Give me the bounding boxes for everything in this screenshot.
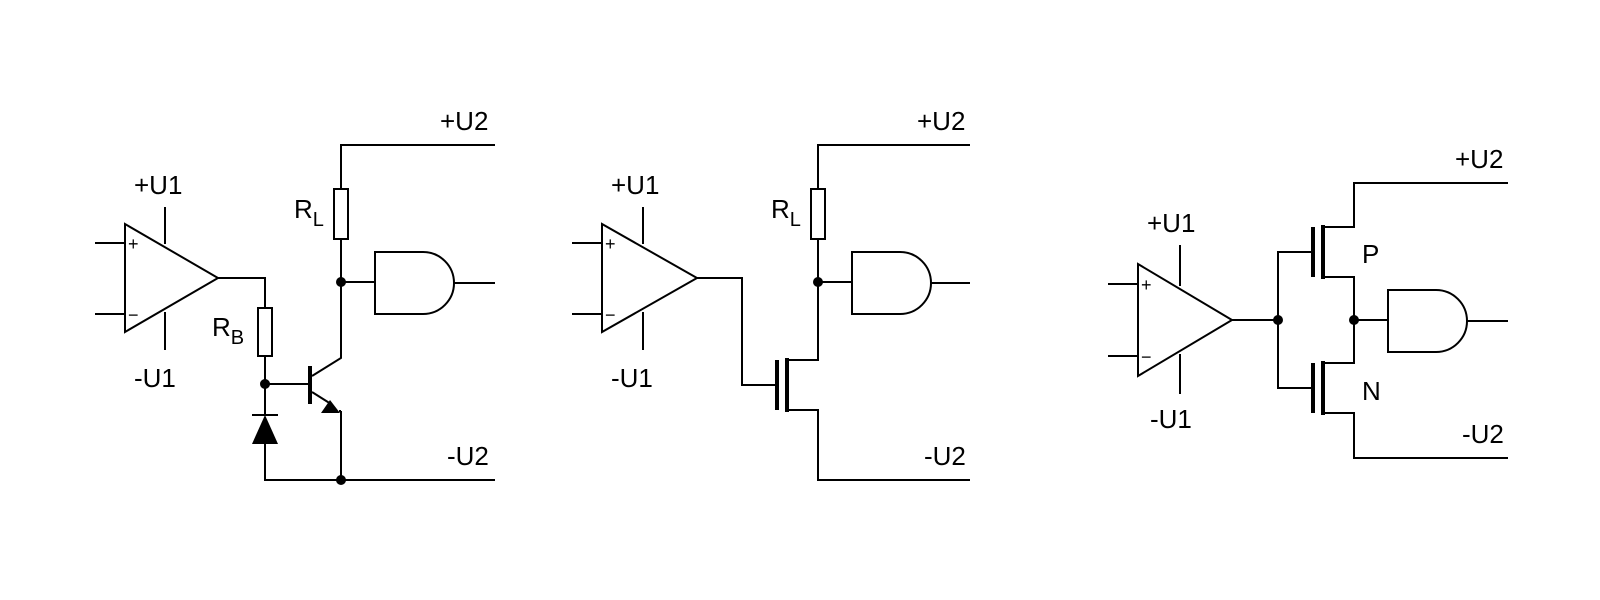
base-resistor xyxy=(257,307,273,357)
nmos-label: N xyxy=(1362,376,1381,406)
supply-neg-in-label: -U1 xyxy=(611,363,653,393)
and-gate-2 xyxy=(851,251,932,315)
npn-transistor xyxy=(308,282,342,480)
base-resistor-label: RB xyxy=(212,312,244,349)
pmos-label: P xyxy=(1362,239,1379,269)
supply-neg-in-label: -U1 xyxy=(1150,404,1192,434)
opamp-1-minus-label: − xyxy=(128,305,139,325)
supply-pos-out-label: +U2 xyxy=(1455,144,1503,174)
supply-pos-out-label: +U2 xyxy=(917,106,965,136)
load-resistor xyxy=(810,188,826,240)
and-gate-3 xyxy=(1387,289,1468,353)
opamp-3-plus-label: + xyxy=(1141,275,1152,295)
load-resistor xyxy=(333,188,349,240)
opamp-1: + − xyxy=(95,207,220,350)
opamp-2: + − xyxy=(572,207,700,350)
supply-neg-in-label: -U1 xyxy=(134,363,176,393)
and-gate-1 xyxy=(374,251,455,315)
supply-neg-out-label: -U2 xyxy=(924,441,966,471)
supply-neg-out-label: -U2 xyxy=(1462,419,1504,449)
opamp-2-plus-label: + xyxy=(605,234,616,254)
supply-pos-in-label: +U1 xyxy=(134,170,182,200)
load-resistor-label: RL xyxy=(771,194,801,231)
nmos-transistor xyxy=(1311,320,1508,459)
opamp-3: + − xyxy=(1108,245,1234,394)
opamp-1-plus-label: + xyxy=(128,234,139,254)
circuit-cmos: + − +U1 -U1 P N +U2 xyxy=(1108,144,1508,459)
load-resistor-label: RL xyxy=(294,194,324,231)
opamp-2-minus-label: − xyxy=(605,305,616,325)
supply-pos-out-label: +U2 xyxy=(440,106,488,136)
opamp-3-minus-label: − xyxy=(1141,347,1152,367)
pmos-transistor xyxy=(1311,182,1508,320)
diode xyxy=(252,414,278,444)
circuit-nmos: + − +U1 -U1 RL +U2 -U2 xyxy=(572,106,970,481)
supply-neg-out-label: -U2 xyxy=(447,441,489,471)
supply-pos-in-label: +U1 xyxy=(1147,208,1195,238)
supply-pos-in-label: +U1 xyxy=(611,170,659,200)
circuit-bjt: + − +U1 -U1 RB xyxy=(95,106,495,485)
nmos-transistor xyxy=(775,282,970,481)
